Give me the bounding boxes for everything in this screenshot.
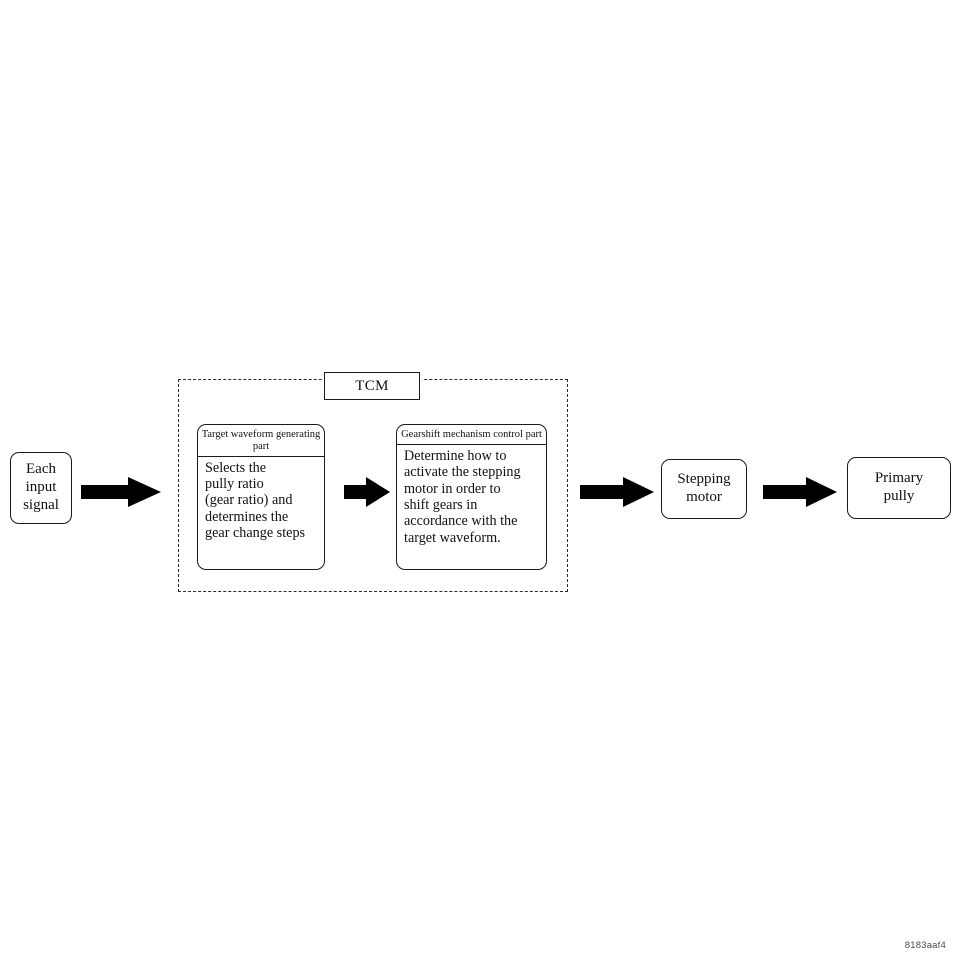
card-gearshift-mechanism-header-line-1: Gearshift mechanism xyxy=(401,429,491,440)
arrow-input-signal-to-tcm xyxy=(81,477,161,507)
node-stepping-motor-line-2: motor xyxy=(686,489,722,505)
node-each-input-signal-line-3: signal xyxy=(23,496,59,513)
node-each-input-signal: Each input signal xyxy=(10,452,72,524)
card-gearshift-mechanism-body-line-3: motor in order to xyxy=(404,480,501,497)
card-target-waveform-body-line-1: Selects the xyxy=(205,459,267,476)
node-each-input-signal-line-1: Each xyxy=(26,461,56,478)
node-each-input-signal-line-2: input xyxy=(25,479,57,496)
card-gearshift-mechanism-body-line-5: accordance with the xyxy=(404,513,518,530)
card-gearshift-mechanism-body-line-4: shift gears in xyxy=(404,496,478,513)
card-target-waveform-header-line-1: Target waveform xyxy=(201,429,274,440)
tcm-label: TCM xyxy=(324,372,420,400)
card-gearshift-mechanism-body: Determine how to activate the stepping m… xyxy=(397,445,546,546)
figure-id-label: 8183aaf4 xyxy=(904,940,946,951)
arrow-stepping-motor-to-primary-pully xyxy=(763,477,837,507)
card-gearshift-mechanism-body-line-2: activate the stepping xyxy=(404,464,521,481)
card-target-waveform-header: Target waveform generating part xyxy=(198,425,324,457)
card-target-waveform-body: Selects the pully ratio (gear ratio) and… xyxy=(198,457,324,542)
card-target-waveform-body-line-4: determines the xyxy=(205,508,289,525)
card-gearshift-mechanism-body-line-6: target waveform. xyxy=(404,529,501,546)
card-gearshift-mechanism-control-part: Gearshift mechanism control part Determi… xyxy=(396,424,547,570)
card-gearshift-mechanism-body-line-1: Determine how to xyxy=(404,447,507,464)
card-gearshift-mechanism-header: Gearshift mechanism control part xyxy=(397,425,546,445)
node-stepping-motor-line-1: Stepping xyxy=(677,471,731,488)
node-primary-pully-line-1: Primary xyxy=(874,470,924,487)
node-primary-pully-line-2: pully xyxy=(883,488,915,504)
arrow-target-waveform-to-gearshift xyxy=(344,477,390,507)
card-target-waveform-generating-part: Target waveform generating part Selects … xyxy=(197,424,325,570)
card-target-waveform-body-line-2: pully ratio xyxy=(205,475,264,492)
node-stepping-motor: Stepping motor xyxy=(661,459,747,519)
card-target-waveform-body-line-5: gear change steps xyxy=(205,525,306,542)
card-target-waveform-body-line-3: (gear ratio) and xyxy=(205,492,293,509)
arrow-tcm-to-stepping-motor xyxy=(580,477,654,507)
card-target-waveform-header-line-2: generating part xyxy=(252,429,321,452)
card-gearshift-mechanism-header-line-2: control part xyxy=(493,429,542,440)
node-primary-pully: Primary pully xyxy=(847,457,951,519)
